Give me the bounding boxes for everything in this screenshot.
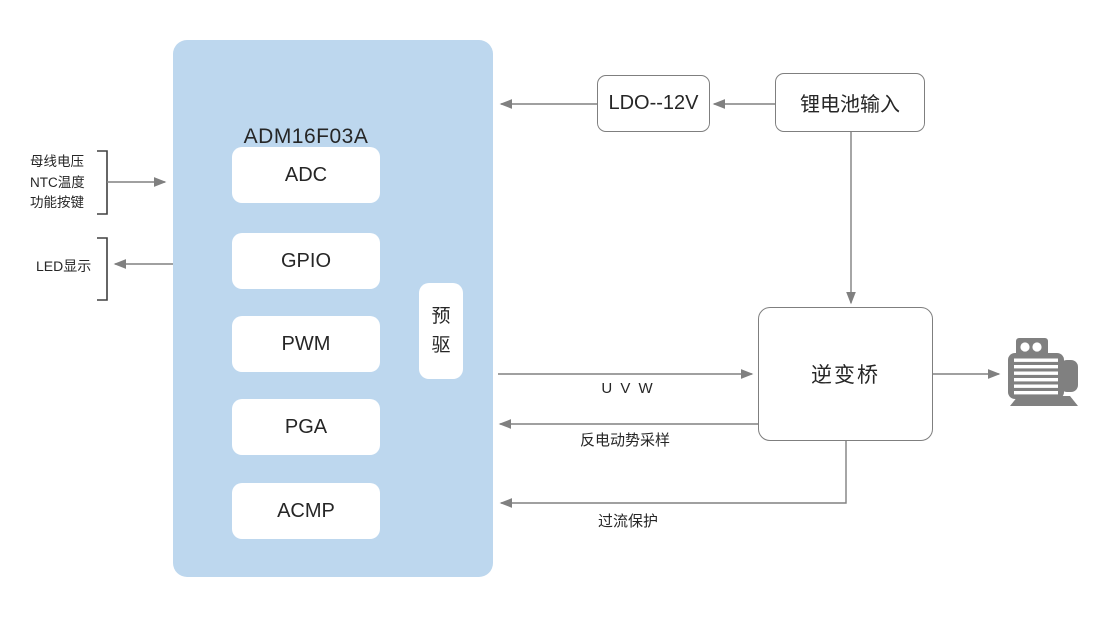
bemf-sampling-label: 反电动势采样 — [579, 432, 670, 449]
input-line-ntc-temp: NTC温度 — [30, 174, 85, 190]
input-line-func-keys: 功能按键 — [30, 195, 84, 210]
led-display-label: LED显示 — [36, 258, 92, 274]
led-bracket — [97, 237, 108, 301]
inverter-bridge-block: 逆变桥 — [758, 307, 933, 441]
mcu-block: ADM16F03A ADC GPIO PWM PGA ACMP 预驱 — [173, 40, 493, 577]
mcu-block-pwm: PWM — [232, 316, 380, 372]
motor-icon — [1008, 338, 1078, 406]
predriver-label: 预驱 — [431, 306, 451, 356]
ldo-block: LDO--12V — [597, 75, 710, 132]
mcu-title: ADM16F03A — [243, 125, 369, 148]
uvw-signal-label: U V W — [601, 380, 655, 397]
input-line-bus-voltage: 母线电压 — [30, 154, 84, 169]
mcu-block-gpio: GPIO — [232, 233, 380, 289]
mcu-block-adc: ADC — [232, 147, 380, 203]
mcu-block-acmp: ACMP — [232, 483, 380, 539]
analog-inputs-label: 母线电压 NTC温度 功能按键 — [30, 152, 100, 214]
overcurrent-protection-label: 过流保护 — [597, 513, 658, 530]
battery-input-block: 锂电池输入 — [775, 73, 925, 132]
arrow-ocp — [499, 441, 847, 508]
mcu-block-pga: PGA — [232, 399, 380, 455]
predriver-block: 预驱 — [419, 283, 463, 379]
